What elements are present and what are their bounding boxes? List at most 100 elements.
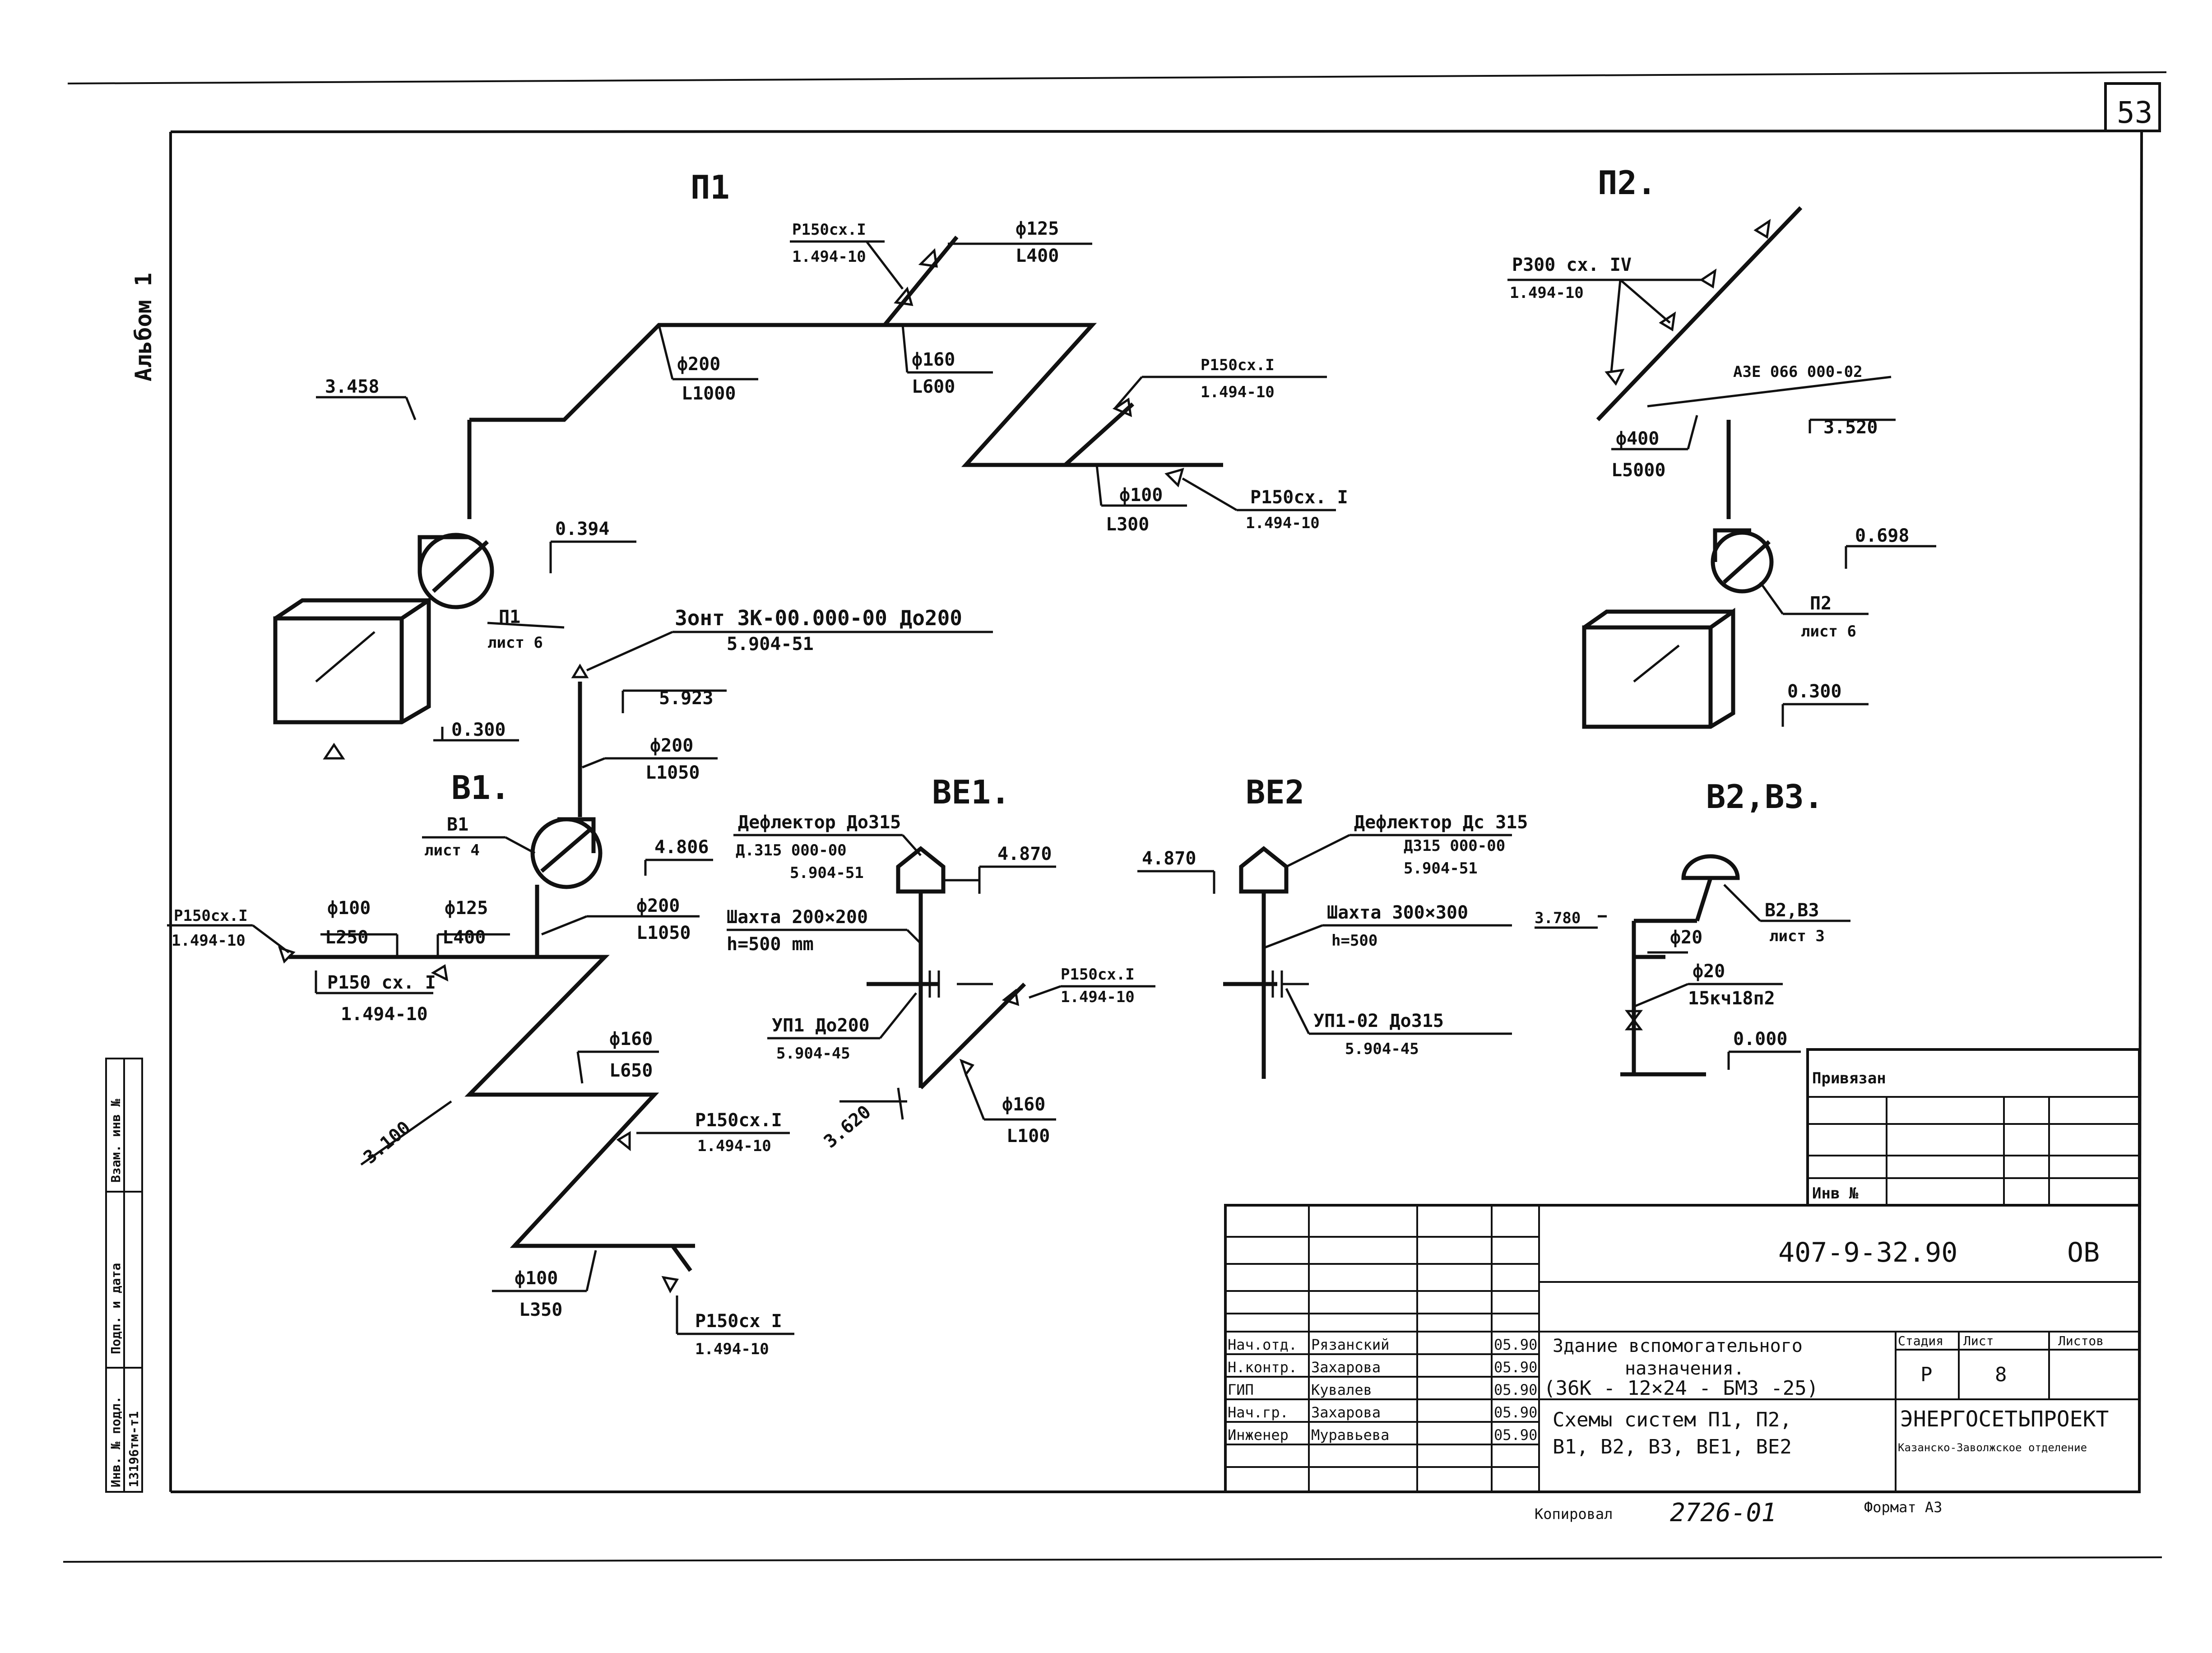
ve2-shaft-h: h=500 [1331, 932, 1377, 950]
p1-p150-low-ref: 1.494-10 [1246, 514, 1320, 532]
v1-p150-c: Р150сх.I [695, 1110, 782, 1131]
p2-el-0300: 0.300 [1787, 681, 1841, 702]
v2v3-valve: 15кч18п2 [1688, 988, 1775, 1009]
ve1-defl: Дефлектор Дo315 [738, 812, 901, 833]
role-row-5-role: Инженер [1228, 1426, 1289, 1444]
v1-el-4806: 4.806 [654, 837, 709, 858]
v1-l1050b: L1050 [636, 923, 691, 943]
p1-p150-low: Р150сх. I [1250, 487, 1348, 508]
sheets-label: Листов [2058, 1333, 2104, 1348]
p1-p150-top: Р150сх.I [792, 221, 866, 239]
p2-el-0698: 0.698 [1855, 525, 1909, 546]
ve2-el-4870: 4.870 [1142, 848, 1196, 869]
format-label: Формат А3 [1864, 1499, 1942, 1516]
p1-el-0300: 0.300 [451, 720, 505, 740]
copy-number: 2726-01 [1670, 1498, 1776, 1528]
role-row-1-name: Рязанский [1311, 1336, 1389, 1353]
v1-d125: ф125 [445, 898, 488, 919]
ve1-d160: ф160 [1002, 1094, 1045, 1115]
v1-el-5923: 5.923 [659, 688, 713, 709]
p2-el-3520: 3.520 [1823, 417, 1878, 438]
ve1-ductwork [867, 846, 1026, 1090]
ve1-p150: Р150сх.I [1061, 966, 1135, 984]
building-title-3: (36К - 12×24 - БМЗ -25) [1544, 1377, 1818, 1400]
role-row-2-role: Н.контр. [1228, 1359, 1297, 1376]
p2-l5000: L5000 [1611, 460, 1665, 481]
p1-p150-mid-ref: 1.494-10 [1201, 383, 1275, 401]
stage-value: Р [1920, 1363, 1933, 1386]
org-branch: Казанско-Заволжское отделение [1898, 1441, 2087, 1454]
doc-section: ОВ [2067, 1237, 2100, 1268]
v1-p150-d: Р150сх I [695, 1311, 782, 1332]
role-row-4-date: 05.90 [1494, 1404, 1537, 1421]
v1-l400: L400 [442, 927, 486, 948]
p1-unit: П1 [499, 607, 520, 627]
v1-p150-d-ref: 1.494-10 [695, 1340, 769, 1358]
p1-l1000: L1000 [682, 383, 736, 404]
ve2-defl-ref1: Д315 000-00 [1404, 837, 1505, 855]
v2v3-el-3780: 3.780 [1535, 909, 1581, 927]
building-title-2: назначения. [1625, 1358, 1744, 1379]
p1-d125: ф125 [1016, 218, 1059, 239]
roles-table: Нач.отд. Рязанский 05.90 Н.контр. Захаро… [1228, 1336, 1537, 1444]
org-name: ЭНЕРГОСЕТЬПРОЕКТ [1900, 1407, 2109, 1432]
p1-d100: ф100 [1119, 485, 1163, 506]
role-row-5-date: 05.90 [1494, 1426, 1537, 1444]
p1-ductwork [273, 236, 1223, 760]
v1-d200b: ф200 [636, 896, 680, 916]
ve2-up1-ref: 5.904-45 [1345, 1040, 1419, 1058]
ve1-shaft: Шахта 200×200 [727, 907, 868, 928]
p1-d160: ф160 [912, 349, 955, 370]
ve2-ductwork [1223, 846, 1309, 1079]
v1-unit: В1 [447, 814, 468, 835]
v1-p150-b: Р150 сх. I [327, 972, 436, 993]
v2v3-d20a: ф20 [1670, 927, 1702, 948]
p2-unit-ref: лист 6 [1801, 622, 1856, 641]
ve1-el-4870: 4.870 [997, 844, 1052, 864]
side-label-inv: Инв. № подл. [108, 1396, 123, 1487]
v1-el-3100: 3.100 [360, 1117, 415, 1168]
p2-d400: ф400 [1616, 428, 1659, 449]
side-inv-number: 13196тм-т1 [126, 1411, 141, 1487]
p1-unit-ref: лист 6 [487, 634, 543, 652]
ve1-defl-ref2: 5.904-51 [790, 864, 864, 882]
stage-label: Стадия [1898, 1333, 1943, 1348]
p2-title: П2. [1598, 164, 1656, 202]
p1-el-3458: 3.458 [325, 376, 379, 397]
sheet-title-2: В1, В2, В3, ВЕ1, ВЕ2 [1553, 1435, 1792, 1458]
title-block-grid [1224, 1204, 2141, 1493]
v1-ductwork [278, 664, 695, 1294]
v2v3-d20b: ф20 [1693, 961, 1725, 982]
copied-label: Копировал [1535, 1505, 1613, 1523]
p1-l600: L600 [912, 376, 955, 397]
ve1-up1: УП1 Дo200 [772, 1015, 870, 1036]
v1-d160: ф160 [609, 1029, 653, 1049]
v1-p150-left-ref: 1.494-10 [172, 932, 246, 950]
role-row-3-name: Кувалев [1311, 1381, 1372, 1398]
v2v3-el-0000: 0.000 [1733, 1029, 1787, 1049]
role-row-3-role: ГИП [1228, 1381, 1254, 1398]
ve2-defl-ref2: 5.904-51 [1404, 859, 1478, 878]
ve1-el-3620: 3.620 [820, 1101, 875, 1152]
p2-leaders [1507, 279, 1936, 727]
ve2-leaders [1137, 834, 1512, 1035]
v2v3-piping [1620, 854, 1740, 1077]
role-row-4-role: Нач.гр. [1228, 1404, 1289, 1421]
v1-zont: Зонт ЗК-00.000-00 Дo200 [675, 606, 962, 630]
inv-no-label: Инв № [1812, 1184, 1859, 1203]
sheet-value: 8 [1995, 1363, 2007, 1386]
v1-l250: L250 [325, 927, 368, 948]
p1-p150-top-ref: 1.494-10 [792, 248, 866, 266]
side-label-vzam: Взам. инв № [108, 1099, 123, 1183]
v1-p150-left: Р150сх.I [174, 907, 248, 925]
v1-d100b: ф100 [515, 1268, 558, 1289]
p1-el-0394: 0.394 [555, 519, 609, 539]
ve1-up1-ref: 5.904-45 [776, 1045, 850, 1063]
role-row-4-name: Захарова [1311, 1404, 1381, 1421]
ve1-l100: L100 [1006, 1126, 1050, 1147]
sheet-frame [63, 71, 2167, 1563]
role-row-1-date: 05.90 [1494, 1336, 1537, 1353]
doc-code: 407-9-32.90 [1778, 1237, 1957, 1268]
p2-ductwork [1582, 206, 1803, 729]
